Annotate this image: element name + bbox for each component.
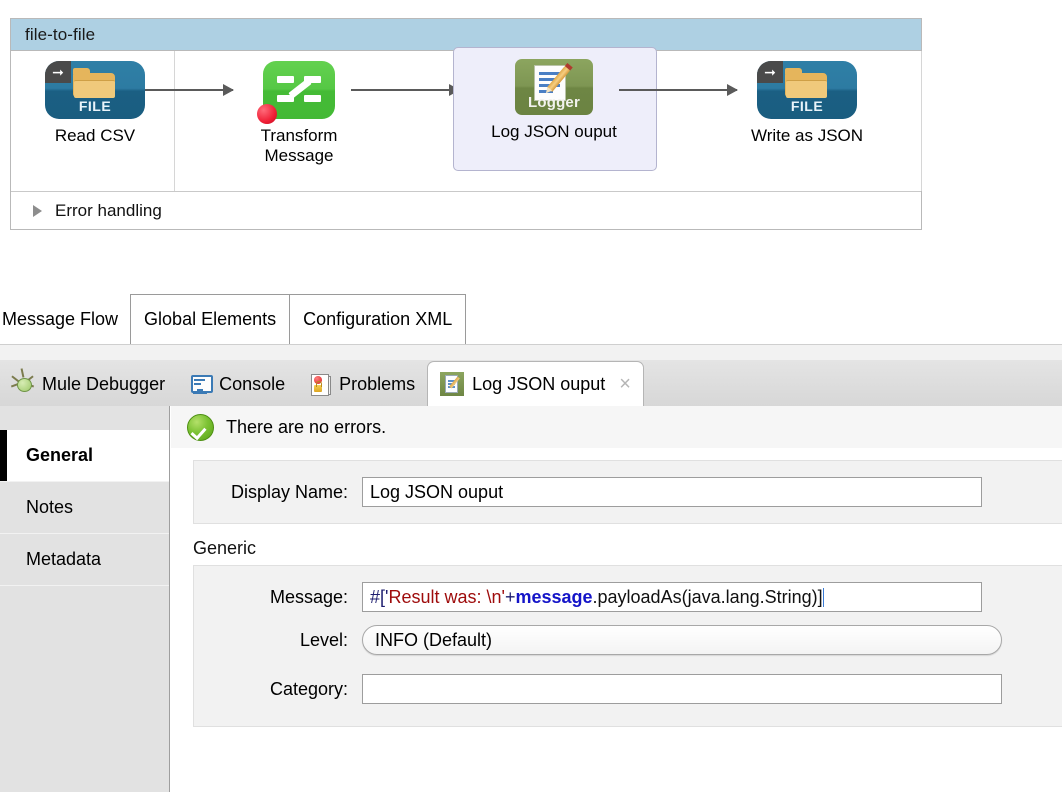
flow-container[interactable]: file-to-file FILE ➞ Read CSV xyxy=(10,18,922,230)
error-handling-section[interactable]: Error handling xyxy=(11,191,921,229)
category-input[interactable] xyxy=(362,674,1002,704)
file-endpoint-icon: FILE ➞ xyxy=(45,61,145,119)
text-caret xyxy=(822,587,824,607)
properties-panel: General Notes Metadata There are no erro… xyxy=(0,406,1062,792)
view-tab-label: Console xyxy=(219,373,286,394)
section-title-generic: Generic xyxy=(193,538,257,558)
display-name-group: Display Name: Log JSON ouput xyxy=(193,460,1062,524)
level-row: Level: INFO (Default) xyxy=(194,616,1062,664)
level-select[interactable]: INFO (Default) xyxy=(362,625,1002,655)
flow-connector-arrow xyxy=(351,84,460,96)
lane-divider xyxy=(921,51,922,191)
tab-message-flow[interactable]: Message Flow xyxy=(0,294,132,344)
logger-icon xyxy=(440,372,465,396)
properties-content: There are no errors. Display Name: Log J… xyxy=(171,406,1062,792)
display-name-input[interactable]: Log JSON ouput xyxy=(362,477,982,507)
view-tab-console[interactable]: Console xyxy=(177,362,297,406)
sidebar-item-notes[interactable]: Notes xyxy=(0,482,169,534)
view-tab-log-json-ouput[interactable]: Log JSON ouput × xyxy=(427,361,644,407)
flow-canvas[interactable]: file-to-file FILE ➞ Read CSV xyxy=(0,0,1062,270)
tab-global-elements[interactable]: Global Elements xyxy=(130,294,291,344)
view-tab-mule-debugger[interactable]: Mule Debugger xyxy=(0,362,177,406)
message-label: Message: xyxy=(269,586,348,607)
flow-name: file-to-file xyxy=(25,24,96,44)
success-check-icon xyxy=(187,413,214,441)
flow-connector-arrow xyxy=(145,84,234,96)
error-indicator-dot xyxy=(257,104,277,124)
expand-triangle-icon[interactable] xyxy=(33,204,42,217)
level-label: Level: xyxy=(299,629,348,650)
lane-divider xyxy=(174,51,175,191)
flow-node-transform-message[interactable]: Transform Message xyxy=(223,61,375,166)
flow-node-read-csv[interactable]: FILE ➞ Read CSV xyxy=(19,61,171,146)
category-label: Category: xyxy=(269,678,348,699)
console-icon xyxy=(189,373,214,395)
transform-message-icon xyxy=(257,61,335,124)
view-tab-problems[interactable]: Problems xyxy=(297,362,427,406)
flow-body[interactable]: FILE ➞ Read CSV xyxy=(11,47,922,191)
view-stack-separator xyxy=(0,344,1062,361)
code-token: + xyxy=(504,586,516,607)
tab-label: Message Flow xyxy=(2,308,119,329)
view-tab-label: Mule Debugger xyxy=(42,373,166,394)
file-endpoint-icon: FILE ➞ xyxy=(757,61,857,119)
category-row: Category: xyxy=(194,664,1062,714)
problems-icon xyxy=(309,373,332,396)
message-input[interactable]: #['Result was: \n' + message.payloadAs(j… xyxy=(362,582,982,612)
tab-label: Configuration XML xyxy=(303,309,453,329)
sidebar-item-general[interactable]: General xyxy=(0,430,169,482)
properties-sidebar[interactable]: General Notes Metadata xyxy=(0,406,170,792)
flow-connector-arrow xyxy=(619,84,738,96)
outbound-arrow-icon: ➞ xyxy=(764,64,776,80)
sidebar-item-label: Notes xyxy=(26,497,74,517)
sidebar-item-label: Metadata xyxy=(26,549,102,569)
status-banner: There are no errors. xyxy=(171,406,1062,448)
status-text: There are no errors. xyxy=(226,416,387,437)
message-row: Message: #['Result was: \n' + message.pa… xyxy=(194,578,1062,616)
tab-configuration-xml[interactable]: Configuration XML xyxy=(289,294,467,344)
view-tab-bar[interactable]: Mule Debugger Console Problems Log JSON … xyxy=(0,360,1062,407)
view-tab-label: Problems xyxy=(339,373,416,394)
editor-tab-bar[interactable]: Message Flow Global Elements Configurati… xyxy=(0,291,1062,344)
flow-node-label: Transform Message xyxy=(260,126,338,165)
error-handling-label: Error handling xyxy=(55,200,162,220)
view-tab-label: Log JSON ouput xyxy=(472,373,606,394)
flow-node-write-as-json[interactable]: FILE ➞ Write as JSON xyxy=(731,61,883,146)
logger-icon: Logger xyxy=(515,59,593,115)
flow-node-label: Write as JSON xyxy=(750,126,864,145)
flow-node-log-json-ouput[interactable]: Logger Log JSON ouput xyxy=(478,59,630,142)
flow-node-label: Read CSV xyxy=(54,126,136,145)
bug-icon xyxy=(10,368,35,395)
close-icon[interactable]: × xyxy=(619,373,631,395)
sidebar-item-label: General xyxy=(26,445,94,465)
sidebar-item-metadata[interactable]: Metadata xyxy=(0,534,169,586)
code-token: message xyxy=(515,586,593,607)
display-name-label: Display Name: xyxy=(230,481,348,502)
file-badge-label: FILE xyxy=(790,98,824,114)
inbound-arrow-icon: ➞ xyxy=(52,64,64,80)
display-name-row: Display Name: Log JSON ouput xyxy=(194,473,1062,511)
sidebar-top-pad xyxy=(0,406,169,430)
logger-badge-label: Logger xyxy=(527,94,581,111)
code-token: .payloadAs(java.lang.String)] xyxy=(592,586,823,607)
generic-group: Message: #['Result was: \n' + message.pa… xyxy=(193,565,1062,727)
file-badge-label: FILE xyxy=(78,98,112,114)
tab-label: Global Elements xyxy=(144,309,277,329)
code-token: #[' xyxy=(370,586,389,607)
flow-node-label: Log JSON ouput xyxy=(491,122,617,141)
code-token: Result was: \n' xyxy=(388,586,505,607)
